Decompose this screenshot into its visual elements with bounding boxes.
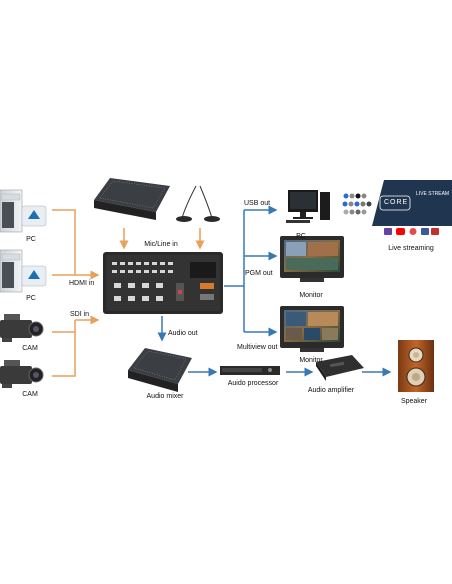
desktop-pc-icon (286, 190, 330, 223)
microphone-icon (176, 185, 220, 222)
label-sdi-in: SDI in (70, 311, 90, 318)
label-live-stream-banner: LIVE STREAM (416, 191, 450, 197)
pc-tower-icon (0, 249, 47, 293)
output-connectors (224, 205, 278, 337)
video-camera-icon (0, 314, 44, 342)
label-usb-out: USB out (244, 200, 271, 207)
label-pc-1: PC (26, 236, 36, 243)
label-monitor-1: Monitor (299, 292, 323, 299)
label-cam-1: CAM (22, 345, 38, 352)
pc-tower-icon (0, 189, 47, 233)
logo-core: CORE (384, 199, 409, 206)
label-cam-2: CAM (22, 391, 38, 398)
label-hdmi-in: HDMI in (69, 280, 95, 287)
label-pgm-out: PGM out (245, 270, 273, 277)
label-mic-line-in: Mic/Line in (144, 241, 178, 248)
label-audio-out: Audio out (168, 330, 198, 337)
audio-processor-icon (220, 366, 280, 375)
label-monitor-2: Monitor (299, 357, 323, 364)
monitor-icon (280, 306, 344, 352)
label-pc-2: PC (26, 295, 36, 302)
label-live-streaming: Live streaming (388, 245, 434, 252)
audio-mixer-icon (94, 178, 170, 220)
amplifier-icon (316, 355, 364, 381)
label-speaker: Speaker (400, 398, 428, 405)
audio-connectors (157, 316, 392, 377)
speaker-icon (398, 340, 434, 392)
streaming-platform-icons (342, 193, 439, 235)
label-audio-processor: Auido processor (227, 380, 279, 387)
label-audio-mixer: Audio mixer (146, 393, 184, 400)
video-camera-icon (0, 360, 44, 388)
monitor-icon (280, 236, 344, 282)
label-audio-amplifier: Audio amplifier (307, 387, 355, 394)
input-connectors (52, 209, 205, 377)
label-multiview-out: Multiview out (237, 344, 278, 351)
streaming-panel (372, 180, 452, 226)
video-switcher-icon (103, 252, 223, 314)
audio-mixer-icon (128, 348, 192, 392)
label-pc-out: PC (296, 233, 306, 240)
